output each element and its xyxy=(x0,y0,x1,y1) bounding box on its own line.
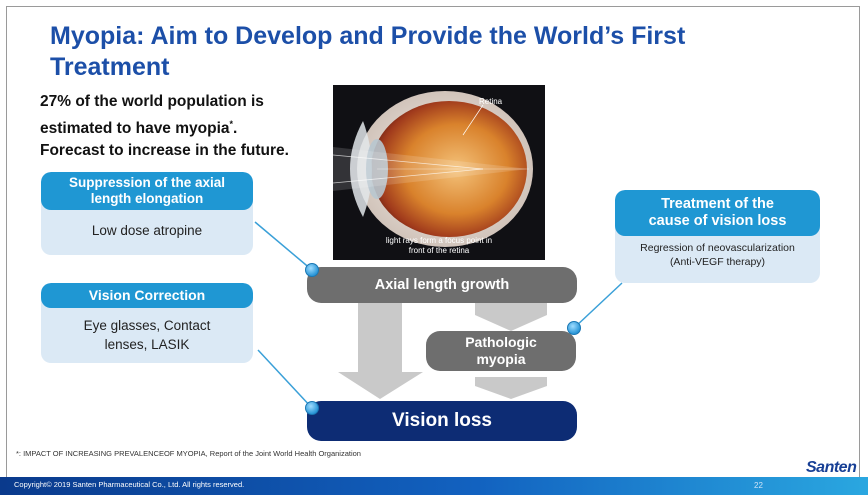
card-treatment: Treatment of the cause of vision loss Re… xyxy=(615,190,820,283)
card-treatment-line-1: Regression of neovascularization xyxy=(640,242,795,254)
connector-dot-axial xyxy=(305,263,319,277)
arrow-to-vision-loss xyxy=(475,377,547,399)
image-caption-line-1: light rays form a focus point in xyxy=(385,236,493,245)
slide-title: Myopia: Aim to Develop and Provide the W… xyxy=(50,22,686,81)
image-caption: light rays form a focus point in front o… xyxy=(341,236,537,256)
page-number: 22 xyxy=(754,481,763,490)
image-caption-line-2: front of the retina xyxy=(408,246,470,255)
large-down-arrow xyxy=(338,303,423,399)
card-axial-suppression: Suppression of the axial length elongati… xyxy=(41,172,253,255)
card-vision-correction-body: Eye glasses, Contact lenses, LASIK xyxy=(41,308,253,354)
card-treatment-body: Regression of neovascularization (Anti-V… xyxy=(615,236,820,269)
footnote: *: IMPACT OF INCREASING PREVALENCEOF MYO… xyxy=(16,449,361,458)
pathologic-line-1: Pathologic xyxy=(465,334,537,350)
card-vision-correction-line-1: Eye glasses, Contact xyxy=(83,318,211,333)
card-treatment-header: Treatment of the cause of vision loss xyxy=(615,190,820,236)
footer-band: Copyright© 2019 Santen Pharmaceutical Co… xyxy=(0,477,868,495)
connector-dot-treatment xyxy=(567,321,581,335)
vision-loss-bar: Vision loss xyxy=(307,401,577,441)
card-vision-correction-line-2: lenses, LASIK xyxy=(104,337,190,352)
card-axial-body: Low dose atropine xyxy=(91,223,203,238)
eye-illustration xyxy=(333,85,545,260)
card-axial-title-line-2: length elongation xyxy=(90,191,204,206)
intro-text: 27% of the world population is estimated… xyxy=(40,91,340,162)
intro-line-2-text: estimated to have myopia xyxy=(40,120,230,138)
eye-anatomy-image: Retina light rays form a focus point in … xyxy=(333,85,545,260)
intro-line-3: Forecast to increase in the future. xyxy=(40,142,289,160)
intro-line-1: 27% of the world population is xyxy=(40,93,264,110)
card-treatment-title-line-1: Treatment of the xyxy=(661,196,774,212)
pathologic-line-2: myopia xyxy=(476,351,526,367)
axial-length-growth-bar: Axial length growth xyxy=(307,267,577,303)
connector-vision-correction xyxy=(257,349,313,409)
santen-logo: Santen xyxy=(806,459,857,476)
intro-line-2: estimated to have myopia*. xyxy=(40,113,340,140)
footnote-mark: * xyxy=(229,119,234,129)
intro-line-2-end: . xyxy=(233,120,238,138)
retina-label: Retina xyxy=(479,97,503,106)
arrow-to-pathologic xyxy=(475,303,547,331)
copyright-text: Copyright© 2019 Santen Pharmaceutical Co… xyxy=(14,480,245,489)
card-treatment-title-line-2: cause of vision loss xyxy=(648,213,787,229)
card-vision-correction: Vision Correction Eye glasses, Contact l… xyxy=(41,283,253,363)
card-vision-correction-header: Vision Correction xyxy=(41,283,253,308)
card-axial-title-line-1: Suppression of the axial xyxy=(68,175,226,190)
pathologic-myopia-bar: Pathologic myopia xyxy=(426,331,576,371)
connector-dot-vision-correction xyxy=(305,401,319,415)
card-treatment-line-2: (Anti-VEGF therapy) xyxy=(669,256,766,268)
connector-axial xyxy=(254,221,313,271)
card-axial-header: Suppression of the axial length elongati… xyxy=(41,172,253,210)
connector-treatment xyxy=(573,282,623,329)
